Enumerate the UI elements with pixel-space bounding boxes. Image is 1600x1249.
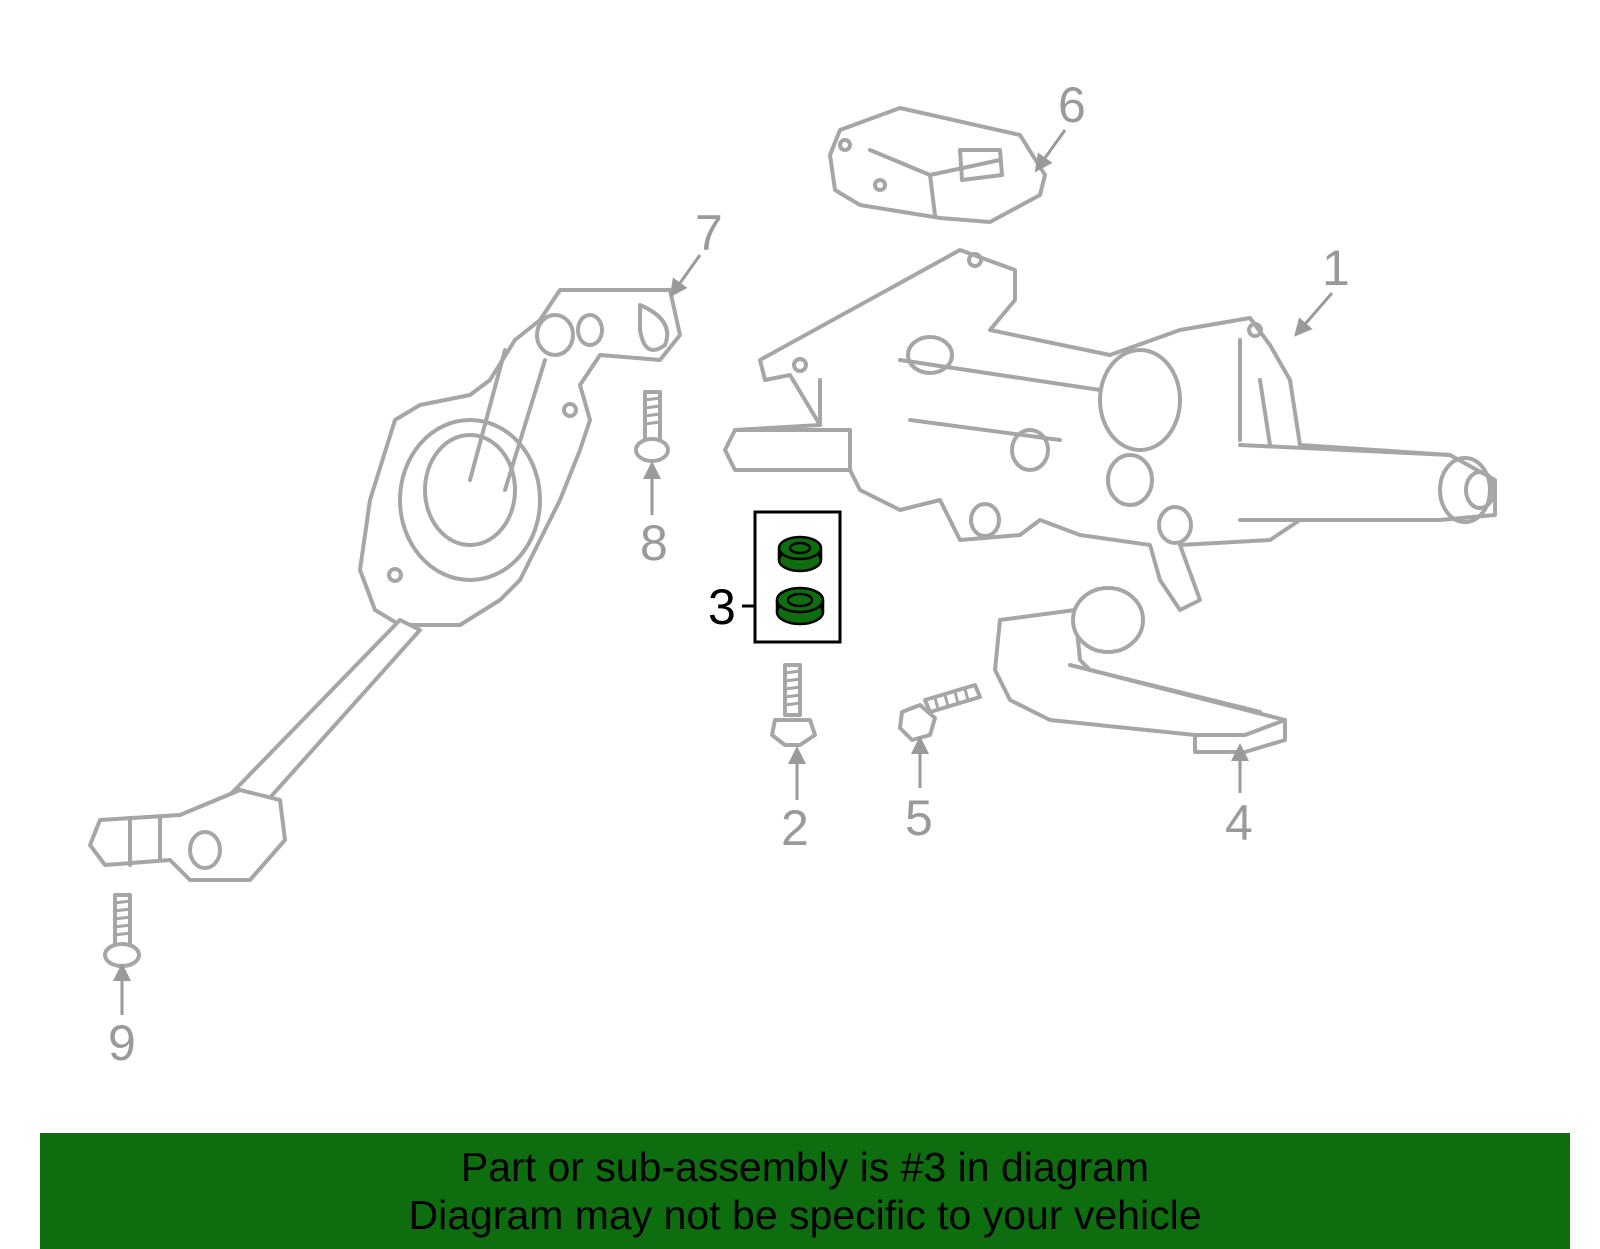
part-9-bolt	[103, 893, 141, 968]
part-2-bolt	[770, 663, 817, 747]
callout-3: 3	[708, 579, 736, 635]
callout-8: 8	[640, 515, 668, 571]
callout-6: 6	[1058, 77, 1086, 133]
part-3-bushings	[742, 510, 842, 644]
part-7-intermediate-shaft	[88, 288, 682, 882]
part-8-bolt	[634, 390, 670, 463]
bushing-lower	[775, 586, 825, 626]
callout-5: 5	[905, 790, 933, 846]
part-1-steering-column	[723, 248, 1497, 612]
banner-line-part: Part or sub-assembly is #3 in diagram	[460, 1144, 1150, 1190]
part-5-bolt	[898, 683, 982, 742]
info-banner: Part or sub-assembly is #3 in diagram Di…	[40, 1133, 1570, 1249]
callout-1: 1	[1322, 240, 1350, 296]
callout-4: 4	[1225, 795, 1253, 851]
bushing-upper	[777, 535, 823, 573]
callout-9: 9	[108, 1015, 136, 1071]
callout-7: 7	[695, 205, 723, 261]
leader-7	[669, 254, 702, 298]
part-6-module	[828, 106, 1047, 224]
leader-1	[1294, 292, 1334, 337]
banner-line-disclaimer: Diagram may not be specific to your vehi…	[408, 1192, 1202, 1238]
part-4-lever	[993, 586, 1287, 754]
callout-2: 2	[781, 800, 809, 856]
leader-6	[1034, 129, 1067, 173]
